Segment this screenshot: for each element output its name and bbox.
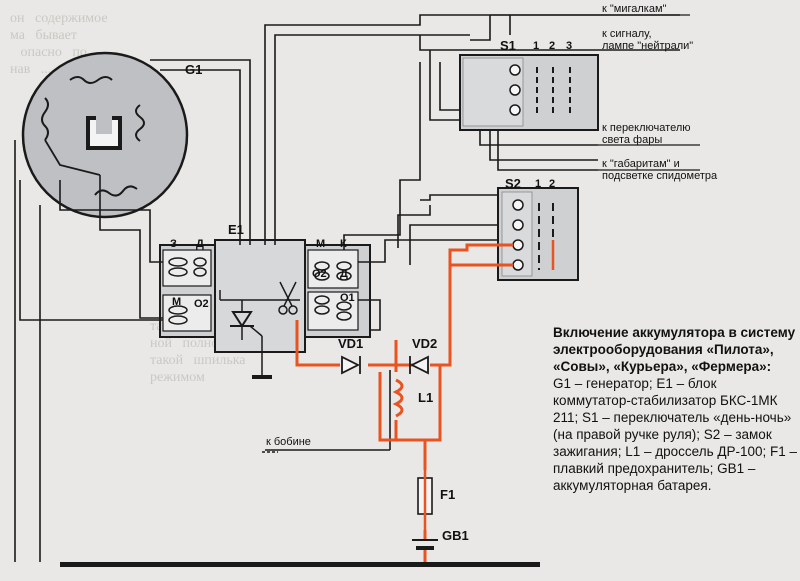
label-vd2: VD2 [412, 336, 438, 351]
label-vd1: VD1 [338, 336, 364, 351]
wire-label-headlight-2: света фары [602, 134, 663, 146]
terminal-e1-o1: О1 [340, 292, 355, 304]
s2-position-1: 1 [535, 178, 542, 190]
background-text-left: он содержимое ма бывает опасно по нав ..… [10, 11, 108, 77]
terminal-e1-o2-left: О2 [194, 298, 209, 310]
ground-bus [60, 562, 540, 567]
wire-label-bobine: к бобине [266, 436, 311, 448]
wire-label-signal-1: к сигналу, [602, 28, 652, 40]
terminal-e1-m-left: М [172, 296, 182, 308]
generator-g1 [21, 51, 189, 219]
figure-caption: Включение аккумулятора в систему электро… [553, 324, 798, 494]
terminal-e1-z: З [170, 238, 177, 250]
terminal-e1-d: Д [196, 238, 204, 250]
s1-position-3: 3 [566, 40, 573, 52]
switch-s1 [459, 54, 599, 131]
caption-body: G1 – генератор; E1 – блок коммутатор-ста… [553, 376, 798, 493]
s1-position-1: 1 [533, 40, 540, 52]
caption-title: Включение аккумулятора в систему электро… [553, 325, 796, 374]
label-g1: G1 [185, 62, 203, 77]
label-s1: S1 [500, 38, 516, 53]
label-gb1: GB1 [442, 528, 469, 543]
wire-label-migalki: к "мигалкам" [602, 3, 667, 15]
scissors-icon [278, 281, 298, 315]
label-e1: E1 [228, 222, 244, 237]
wire-label-gabarit-2: подсветке спидометра [602, 170, 718, 182]
diode-vd1 [341, 355, 361, 375]
wire-label-headlight-1: к переключателю [602, 122, 691, 134]
label-s2: S2 [505, 176, 521, 191]
terminal-e1-m-right: М [316, 238, 326, 250]
s2-position-2: 2 [549, 178, 556, 190]
battery-gb1 [412, 539, 438, 562]
battery-circuit [295, 243, 513, 540]
inductor-l1 [392, 378, 404, 418]
terminal-e1-d-right: Д [340, 268, 348, 280]
wire-label-gabarit-1: к "габаритам" и [602, 158, 680, 170]
block-e1 [159, 239, 371, 379]
terminal-e1-o2-right: О2 [312, 268, 327, 280]
wire-label-signal-2: лампе "нейтрали" [602, 40, 694, 52]
label-f1: F1 [440, 487, 456, 502]
label-l1: L1 [418, 390, 434, 405]
terminal-e1-k: К [340, 238, 347, 250]
s1-position-2: 2 [549, 40, 556, 52]
black-wires [14, 14, 680, 562]
diode-vd2 [409, 355, 429, 375]
